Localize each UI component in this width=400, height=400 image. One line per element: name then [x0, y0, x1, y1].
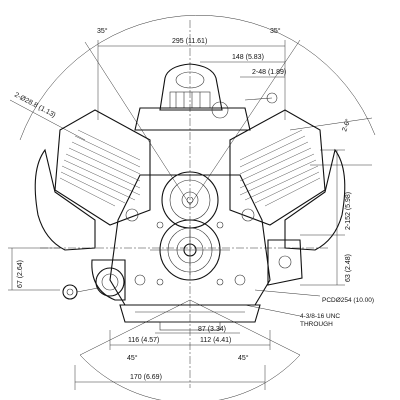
angle-top-right-label: 35° — [270, 27, 281, 35]
angle-bottom-right-label: 45° — [238, 354, 249, 362]
dimension-labels: 35° 35° 295 (11.61) 148 (5.83) 2-48 (1.8… — [13, 27, 374, 381]
angle-top-left-label: 35° — [97, 27, 108, 35]
angle-bottom-left-label: 45° — [127, 354, 138, 362]
width-170-label: 170 (6.69) — [130, 374, 162, 381]
height-63-label: 63 (2.48) — [345, 254, 352, 282]
height-67-label: 67 (2.64) — [17, 260, 24, 288]
pcd-label: PCDØ254 (10.00) — [322, 297, 374, 304]
thread-line1-label: 4-3/8-16 UNC — [300, 313, 340, 320]
angle-right-label: 2-6° — [340, 118, 352, 133]
engine-body — [34, 63, 346, 331]
width-total-label: 295 (11.61) — [172, 38, 207, 45]
reference-lines — [8, 14, 376, 400]
width-112-label: 112 (4.41) — [200, 337, 231, 344]
width-116-label: 116 (4.57) — [128, 337, 159, 344]
width-148-label: 148 (5.83) — [232, 54, 264, 61]
width-87-label: 87 (3.34) — [198, 326, 226, 333]
width-48-label: 2-48 (1.89) — [252, 69, 286, 76]
height-152-label: 2-152 (5.98) — [345, 192, 352, 230]
thread-line2-label: THROUGH — [300, 321, 333, 328]
